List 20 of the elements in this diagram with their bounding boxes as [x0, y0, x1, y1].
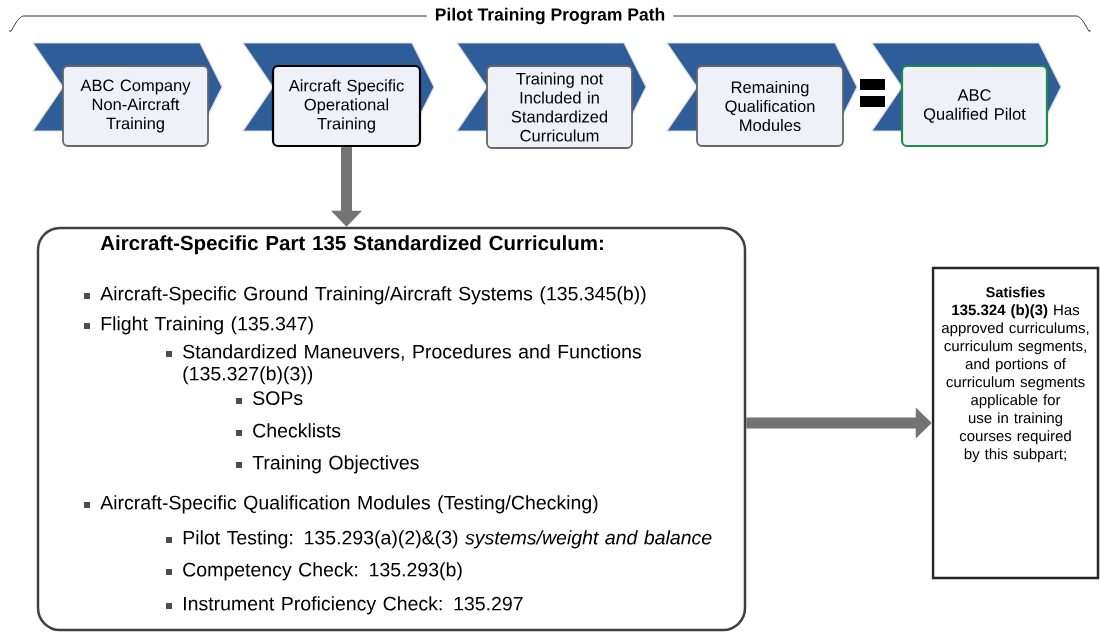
node-label: Curriculum [520, 129, 599, 142]
list-text: SOPs [253, 391, 303, 405]
list-text: Checklists [253, 423, 341, 438]
body-text: 135.324 (b)(3) Has approved curriculums, curriculum segments, and portions of curriculum segments applicable for use in training courses required by this subpart; [941, 304, 1089, 463]
list-text: Aircraft-Specific Part 135 Standardized Curriculum: [100, 235, 603, 255]
list-text: Instrument Proficiency Check: 135.297 [184, 596, 523, 615]
list-text: Pilot Testing: 135.293(a)(2)&(3) systems/weight and balance [183, 530, 712, 549]
list-text: Flight Training (135.347) [101, 316, 313, 335]
list-text: Training Objectives [252, 455, 419, 474]
title: Pilot Training Program Path [426, 4, 674, 28]
chevron-step: Training not Included in Standardized Curriculum [455, 42, 647, 149]
chevron-step: Aircraft Specific Operational Training [241, 42, 435, 148]
chevron-step: ABC Company Non-Aircraft Training [31, 42, 223, 147]
chevron-step: ABC Qualified Pilot [870, 42, 1062, 148]
list-text: Standardized Maneuvers, Procedures and Functions (135.327(b)(3)) [183, 344, 641, 385]
list-text: Aircraft-Specific Ground Training/Aircraft Systems (135.345(b)) [100, 286, 646, 305]
list-text: Competency Check: 135.293(b) [183, 562, 462, 581]
list-text: Aircraft-Specific Qualification Modules (Testing/Checking) [100, 495, 598, 514]
heading: Satisfies [986, 286, 1045, 298]
chevron-step: Remaining Qualification Modules [665, 42, 858, 147]
